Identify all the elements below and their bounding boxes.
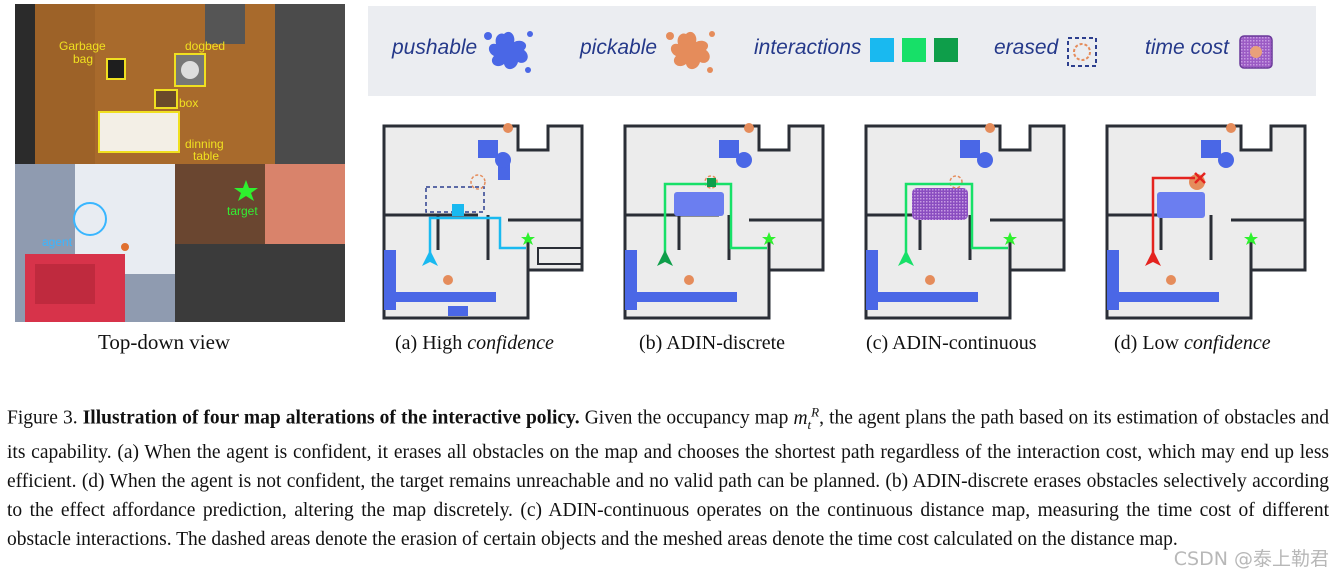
label-target: target bbox=[227, 204, 258, 218]
top-down-view-image: Garbage bag dogbed box dinning table age… bbox=[15, 4, 345, 322]
erased-dashed-icon bbox=[1067, 37, 1097, 67]
figure-caption-part1: Given the occupancy map bbox=[584, 407, 789, 429]
panel-caption-c: (c) ADIN-continuous bbox=[866, 332, 1037, 355]
label-garbage-bag-line1: Garbage bbox=[59, 39, 106, 53]
label-dogbed: dogbed bbox=[185, 39, 225, 53]
legend-time-cost-label: time cost bbox=[1145, 36, 1230, 59]
label-table-line1: dinning bbox=[185, 137, 224, 151]
map-panel-adin-discrete bbox=[621, 122, 827, 323]
figure-caption-part2: , the agent plans the path based on its … bbox=[7, 407, 1330, 551]
math-var-sup: R bbox=[811, 404, 820, 419]
interaction-swatch-cyan bbox=[870, 38, 894, 62]
caption-a-emph: confidence bbox=[467, 332, 554, 354]
pushable-splat-icon bbox=[484, 31, 533, 73]
label-table-line2: table bbox=[193, 149, 219, 163]
caption-a-prefix: (a) High bbox=[395, 332, 468, 354]
panel-caption-d: (d) Low confidence bbox=[1114, 332, 1271, 355]
math-variable: mtR bbox=[793, 404, 819, 432]
legend-pushable-label: pushable bbox=[392, 36, 478, 59]
legend-interactions-label: interactions bbox=[754, 36, 862, 59]
legend-erased-label: erased bbox=[994, 36, 1059, 59]
panel-caption-a: (a) High confidence bbox=[395, 332, 554, 355]
legend-pickable-label: pickable bbox=[580, 36, 658, 59]
figure-caption-bold: Illustration of four map alterations of … bbox=[82, 407, 580, 429]
math-var-base: m bbox=[793, 407, 808, 429]
math-var-sub: t bbox=[807, 416, 812, 432]
label-garbage-bag-line2: bag bbox=[73, 52, 93, 66]
caption-b-prefix: (b) ADIN-discrete bbox=[639, 332, 786, 354]
caption-d-emph: confidence bbox=[1183, 332, 1271, 354]
pickable-splat-icon bbox=[666, 31, 715, 73]
topdown-caption: Top-down view bbox=[98, 330, 231, 354]
watermark: CSDN @泰上勒君 bbox=[1173, 548, 1329, 570]
label-box: box bbox=[179, 96, 198, 110]
map-panel-adin-continuous bbox=[862, 122, 1068, 323]
caption-d-prefix: (d) Low bbox=[1114, 332, 1184, 354]
label-agent: agent bbox=[42, 235, 73, 249]
legend-bar: pushable pickable interactions erased ti… bbox=[368, 6, 1316, 96]
panel-caption-b: (b) ADIN-discrete bbox=[639, 332, 785, 355]
interaction-swatch-green bbox=[902, 38, 926, 62]
map-panel-high-confidence bbox=[380, 122, 586, 323]
interaction-swatch-darkgreen bbox=[934, 38, 958, 62]
figure-label: Figure 3. bbox=[7, 407, 78, 429]
time-cost-mesh-icon bbox=[1239, 35, 1273, 69]
map-panel-low-confidence bbox=[1103, 122, 1309, 323]
caption-c-prefix: (c) ADIN-continuous bbox=[866, 332, 1037, 354]
figure-caption: Figure 3. Illustration of four map alter… bbox=[7, 397, 1329, 554]
